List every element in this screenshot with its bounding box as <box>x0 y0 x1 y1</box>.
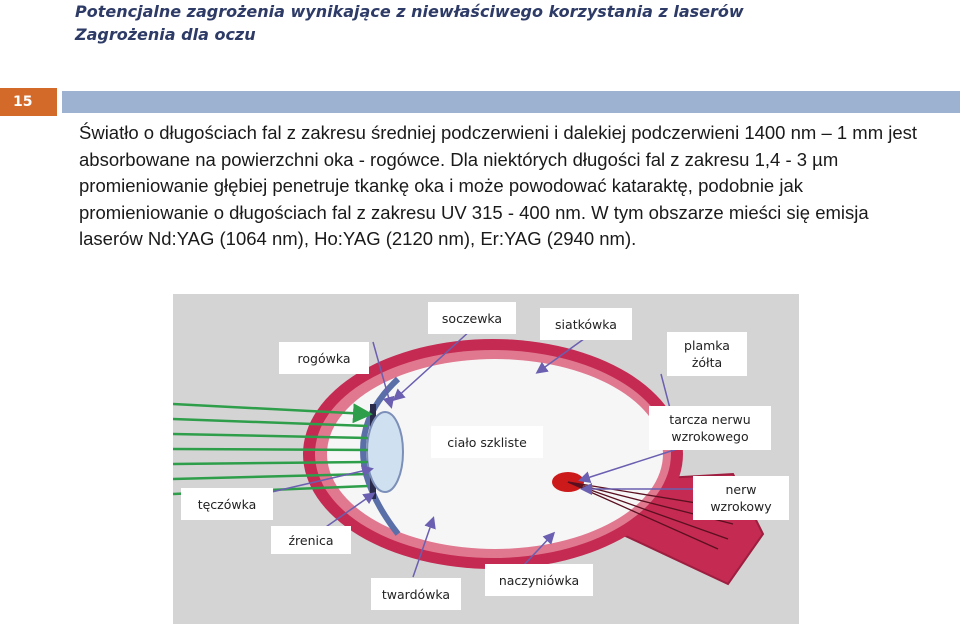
label-rogowka: rogówka <box>279 342 369 374</box>
slide-title: Potencjalne zagrożenia wynikające z niew… <box>75 0 744 46</box>
slide-number-badge: 15 <box>0 88 57 116</box>
label-tarcza-nerwu: tarcza nerwu wzrokowego <box>649 406 771 450</box>
title-line-1: Potencjalne zagrożenia wynikające z niew… <box>75 2 744 21</box>
label-siatkowka: siatkówka <box>540 308 632 340</box>
label-twardowka: twardówka <box>371 578 461 610</box>
header-divider-bar <box>62 91 960 113</box>
label-nerw-wzrokowy: nerw wzrokowy <box>693 476 789 520</box>
title-line-2: Zagrożenia dla oczu <box>75 25 256 44</box>
lens <box>366 411 404 493</box>
label-plamka-zolta: plamka żółta <box>667 332 747 376</box>
body-paragraph: Światło o długościach fal z zakresu śred… <box>79 122 918 249</box>
label-cialo-szkliste: ciało szkliste <box>431 426 543 458</box>
light-rays <box>173 402 373 496</box>
label-zrenica: źrenica <box>271 526 351 554</box>
label-soczewka: soczewka <box>428 302 516 334</box>
label-pointers <box>262 329 694 578</box>
label-naczyniowka: naczyniówka <box>485 564 593 596</box>
label-teczowka: tęczówka <box>181 488 273 520</box>
eye-diagram: soczewka siatkówka rogówka plamka żółta … <box>173 294 799 624</box>
